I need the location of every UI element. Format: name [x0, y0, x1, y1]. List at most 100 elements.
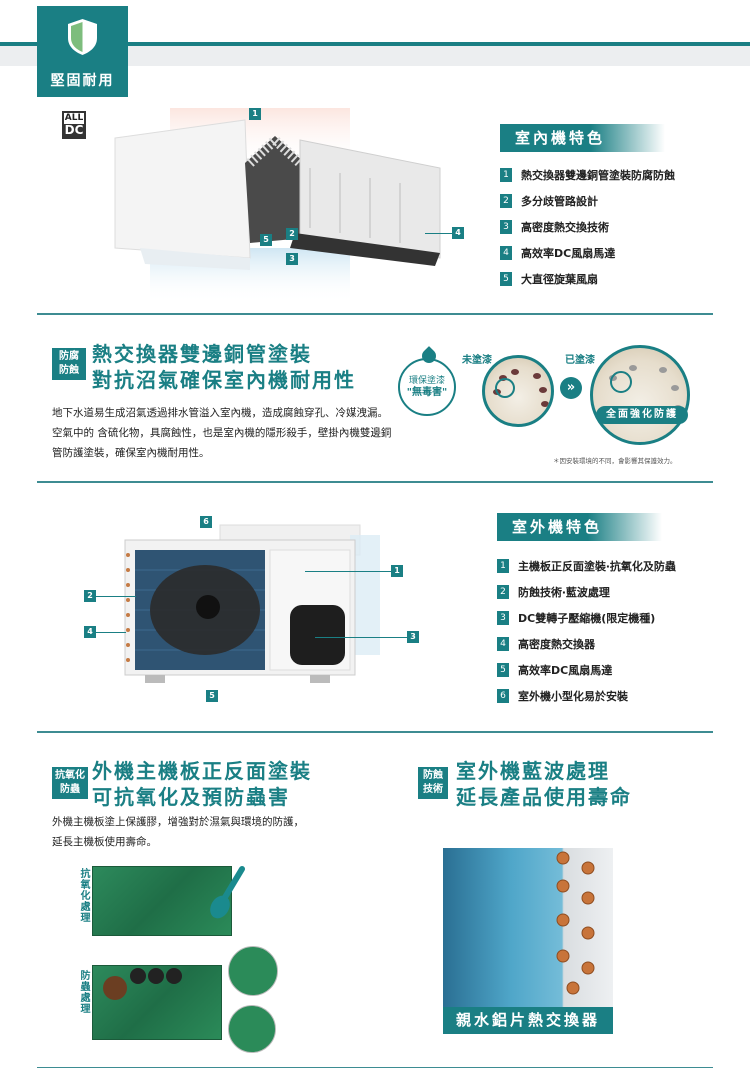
compare-arrow-icon: » [560, 377, 582, 399]
hydrophilic-heat-exchanger-image [443, 848, 613, 1008]
feature-item: 2 多分歧管路設計 [500, 188, 675, 214]
callout-1: 1 [391, 565, 403, 577]
feature-label: 防蝕技術‧藍波處理 [518, 586, 610, 599]
pcb-zoom-detail-1 [228, 946, 278, 996]
feature-label: 熱交換器雙邊銅管塗裝防腐防蝕 [521, 169, 675, 182]
heat-exchanger-caption: 親水鋁片熱交換器 [443, 1007, 613, 1034]
outdoor-features-panel: 室外機特色 1 主機板正反面塗裝‧抗氧化及防蟲 2 防蝕技術‧藍波處理 3 DC雙轉子… [497, 513, 676, 709]
feature-number: 4 [497, 637, 509, 651]
board-description: 外機主機板塗上保護膠，增強對於濕氣與環境的防護，延長主機板使用壽命。 [52, 816, 304, 848]
leader-line [315, 637, 407, 638]
indoor-features-title: 室內機特色 [500, 124, 665, 152]
feature-label: 高密度熱交換器 [518, 638, 595, 651]
before-label: 未塗漆 [462, 355, 492, 366]
category-tile: 堅固耐用 [37, 6, 128, 97]
board-headline: 外機主機板正反面塗裝 可抗氧化及預防蟲害 [92, 758, 312, 810]
feature-item: 4 高效率DC風扇馬達 [500, 240, 675, 266]
coating-badge: 防腐 防蝕 [52, 348, 86, 380]
pcb-pestproof-image [92, 965, 222, 1040]
feature-item: 2 防蝕技術‧藍波處理 [497, 579, 676, 605]
board-badge: 抗氧化 防蟲 [52, 767, 88, 799]
feature-item: 5 大直徑旋葉風扇 [500, 266, 675, 292]
badge-text: 抗氧化 [55, 770, 85, 781]
brush-icon [210, 866, 245, 919]
water-drop-icon [419, 346, 439, 366]
feature-number: 6 [497, 689, 509, 703]
full-protection-label: 全面強化防護 [596, 406, 688, 424]
leader-line [96, 596, 136, 597]
section-divider [37, 481, 713, 483]
badge-text: 防蟲 [60, 784, 80, 795]
callout-2: 2 [84, 590, 96, 602]
feature-label: 高密度熱交換技術 [521, 221, 609, 234]
badge-text: 防蝕 [423, 770, 443, 781]
pcb-zoom-detail-2 [228, 1005, 276, 1053]
headline-line: 室外機藍波處理 [456, 759, 610, 783]
section-divider [37, 313, 713, 315]
indoor-features-panel: 室內機特色 1 熱交換器雙邊銅管塗裝防腐防蝕 2 多分歧管路設計 3 高密度熱交換技術… [500, 124, 675, 292]
headline-line: 熱交換器雙邊銅管塗裝 [92, 342, 312, 366]
logo-top-text: ALL [64, 113, 84, 123]
shield-icon [68, 19, 97, 55]
feature-label: 大直徑旋葉風扇 [521, 273, 598, 286]
feature-number: 3 [500, 220, 512, 234]
callout-2: 2 [286, 228, 298, 240]
feature-label: 室外機小型化易於安裝 [518, 690, 628, 703]
feature-label: 高效率DC風扇馬達 [518, 664, 613, 677]
feature-number: 2 [500, 194, 512, 208]
bluefin-badge: 防蝕 技術 [418, 767, 448, 799]
all-dc-logo: ALL DC [62, 111, 86, 139]
feature-item: 3 高密度熱交換技術 [500, 214, 675, 240]
feature-number: 1 [500, 168, 512, 182]
outdoor-features-list: 1 主機板正反面塗裝‧抗氧化及防蟲 2 防蝕技術‧藍波處理 3 DC雙轉子壓縮機(限定… [497, 553, 676, 709]
header-rule [0, 42, 750, 46]
callout-1: 1 [249, 108, 261, 120]
feature-number: 2 [497, 585, 509, 599]
eco-text: 環保塗漆 [408, 376, 445, 386]
feature-label: 高效率DC風扇馬達 [521, 247, 616, 260]
outdoor-unit-cutaway-image: 6 1 2 4 3 5 [84, 515, 419, 702]
section-divider [37, 1067, 713, 1068]
category-label: 堅固耐用 [50, 73, 115, 89]
eco-text: "無毒害" [406, 387, 448, 398]
callout-5: 5 [206, 690, 218, 702]
outdoor-features-title: 室外機特色 [497, 513, 662, 541]
pcb-antioxidation-image [92, 866, 232, 936]
headline-line: 對抗沼氣確保室內機耐用性 [92, 368, 356, 392]
feature-label: 多分歧管路設計 [521, 195, 598, 208]
leader-line [96, 632, 126, 633]
indoor-features-list: 1 熱交換器雙邊銅管塗裝防腐防蝕 2 多分歧管路設計 3 高密度熱交換技術 4 高效率D… [500, 162, 675, 292]
eco-paint-badge: 環保塗漆 "無毒害" [398, 346, 456, 416]
leader-line [305, 571, 391, 572]
pestproof-label: 防蟲處理 [78, 970, 89, 1014]
badge-text: 防腐 [59, 351, 79, 362]
feature-number: 4 [500, 246, 512, 260]
feature-label: 主機板正反面塗裝‧抗氧化及防蟲 [518, 560, 676, 573]
callout-4: 4 [452, 227, 464, 239]
callout-3: 3 [286, 253, 298, 265]
feature-number: 3 [497, 611, 509, 625]
feature-number: 5 [500, 272, 512, 286]
feature-number: 1 [497, 559, 509, 573]
disclaimer-note: ＊因安裝環境的不同，會影響其保護效力。 [553, 457, 677, 465]
uncoated-closeup-image [482, 355, 554, 427]
feature-item: 4 高密度熱交換器 [497, 631, 676, 657]
callout-4: 4 [84, 626, 96, 638]
coated-closeup-image [590, 345, 690, 445]
after-label: 已塗漆 [565, 355, 595, 366]
callout-5: 5 [260, 234, 272, 246]
callout-6: 6 [200, 516, 212, 528]
feature-item: 6 室外機小型化易於安裝 [497, 683, 676, 709]
feature-item: 1 熱交換器雙邊銅管塗裝防腐防蝕 [500, 162, 675, 188]
headline-line: 外機主機板正反面塗裝 [92, 759, 312, 783]
feature-item: 3 DC雙轉子壓縮機(限定機種) [497, 605, 676, 631]
headline-line: 可抗氧化及預防蟲害 [92, 785, 290, 809]
badge-text: 技術 [423, 784, 443, 795]
feature-label: DC雙轉子壓縮機(限定機種) [518, 612, 656, 625]
badge-text: 防蝕 [59, 365, 79, 376]
indoor-unit-cutaway-image: 1 4 2 5 3 [110, 108, 464, 303]
feature-item: 1 主機板正反面塗裝‧抗氧化及防蟲 [497, 553, 676, 579]
antioxidation-label: 抗氧化處理 [78, 868, 89, 923]
callout-3: 3 [407, 631, 419, 643]
coating-headline: 熱交換器雙邊銅管塗裝 對抗沼氣確保室內機耐用性 [92, 341, 356, 393]
